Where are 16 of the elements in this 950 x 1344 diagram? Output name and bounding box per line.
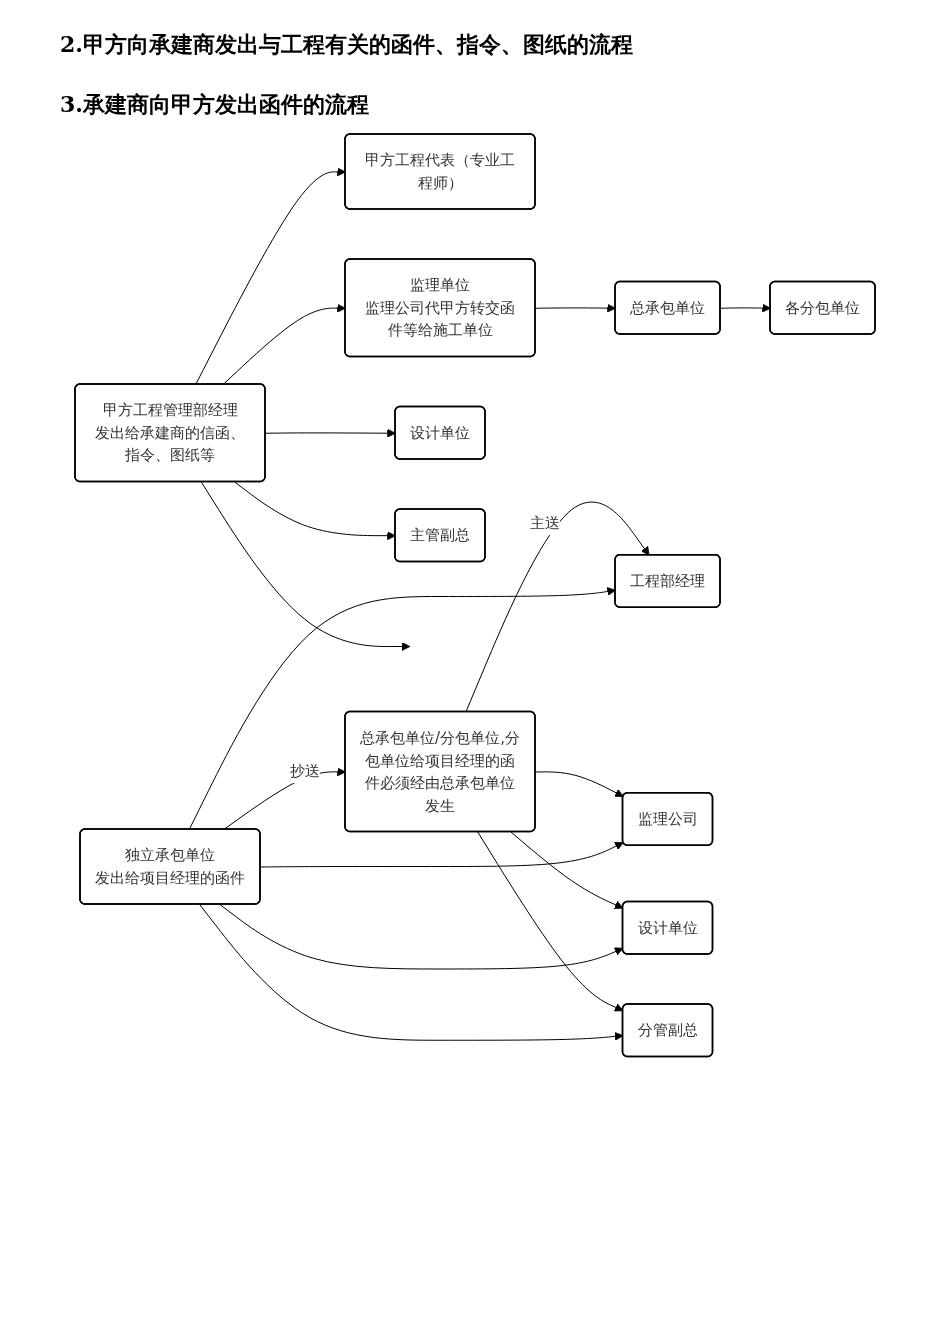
diagram-title: 2.甲方向承建商发出与工程有关的函件、指令、图纸的流程 [60, 30, 634, 59]
arrow [465, 501, 650, 713]
edge-label: 抄送 [290, 762, 320, 781]
arrow [234, 481, 396, 541]
arrow [260, 842, 624, 868]
arrow [720, 303, 771, 313]
edge-label: 主送 [530, 514, 560, 533]
arrow [535, 771, 624, 797]
arrow [265, 428, 396, 438]
arrow [200, 481, 411, 651]
arrow [535, 303, 616, 313]
arrow [219, 904, 624, 970]
section-heading: 3.承建商向甲方发出函件的流程 [60, 90, 370, 119]
arrow [222, 303, 346, 385]
arrow [195, 167, 346, 385]
arrow [199, 904, 624, 1041]
